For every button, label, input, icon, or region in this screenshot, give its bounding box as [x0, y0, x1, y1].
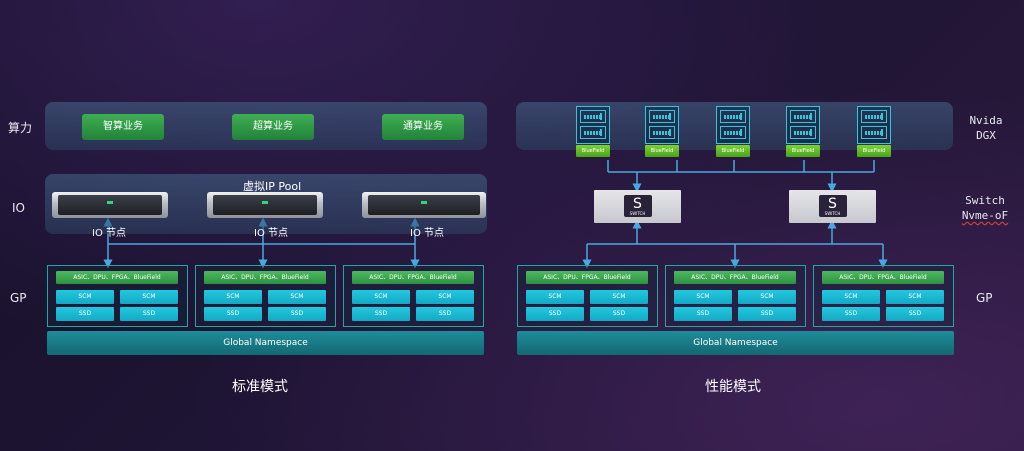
ssd-chip: SSD: [352, 307, 410, 321]
server-rack-icon: [645, 106, 679, 144]
nvidia-dgx-label: Nvida DGX: [958, 113, 1014, 143]
io-node-label-1: IO 节点: [92, 228, 126, 239]
scm-chip: SCM: [674, 290, 732, 304]
perf-gp-box-1: ASIC、DPU、FPGA、BlueField SCM SCM SSD SSD: [517, 265, 658, 327]
dgx-unit-2: BlueField: [645, 106, 679, 157]
scm-chip: SCM: [352, 290, 410, 304]
nvmeof-switch-2: S SWITCH: [789, 190, 876, 223]
ip-pool-title: 虚拟IP Pool: [243, 180, 302, 193]
switch-label-line2: Nvme-oF: [961, 209, 1009, 222]
switch-word: SWITCH: [629, 211, 646, 216]
ssd-chip: SSD: [416, 307, 474, 321]
service-intelligent-compute: 智算业务: [82, 114, 164, 140]
switch-word: SWITCH: [824, 211, 841, 216]
row-label-gp-right: GP: [976, 291, 993, 305]
server-rack-icon: [576, 106, 610, 144]
ssd-chip: SSD: [886, 307, 944, 321]
switch-label-line1: Switch: [965, 194, 1005, 207]
dgx-unit-5: BlueField: [857, 106, 891, 157]
ssd-chip: SSD: [204, 307, 262, 321]
scm-chip: SCM: [822, 290, 880, 304]
standard-mode-caption: 标准模式: [232, 379, 288, 395]
io-server-1: [52, 192, 168, 218]
std-global-namespace: Global Namespace: [47, 331, 484, 355]
dgx-unit-1: BlueField: [576, 106, 610, 157]
gp-accelerator-chip: ASIC、DPU、FPGA、BlueField: [56, 271, 178, 284]
io-server-3: [362, 192, 486, 218]
row-label-gp-left: GP: [10, 291, 27, 305]
nvidia-label-line1: Nvida: [969, 114, 1003, 127]
ssd-chip: SSD: [56, 307, 114, 321]
dgx-unit-4: BlueField: [786, 106, 820, 157]
service-super-compute: 超算业务: [232, 114, 314, 140]
scm-chip: SCM: [886, 290, 944, 304]
scm-chip: SCM: [526, 290, 584, 304]
server-rack-icon: [786, 106, 820, 144]
std-gp-box-1: ASIC、DPU、FPGA、BlueField SCM SCM SSD SSD: [47, 265, 188, 327]
switch-symbol: S: [633, 196, 642, 212]
dgx-unit-3: BlueField: [716, 106, 750, 157]
gp-accelerator-chip: ASIC、DPU、FPGA、BlueField: [352, 271, 474, 284]
server-rack-icon: [716, 106, 750, 144]
bluefield-card: BlueField: [786, 145, 820, 157]
bluefield-card: BlueField: [857, 145, 891, 157]
gp-accelerator-chip: ASIC、DPU、FPGA、BlueField: [674, 271, 796, 284]
gp-accelerator-chip: ASIC、DPU、FPGA、BlueField: [204, 271, 326, 284]
io-server-2: [207, 192, 323, 218]
io-node-label-3: IO 节点: [410, 228, 444, 239]
scm-chip: SCM: [738, 290, 796, 304]
performance-mode-caption: 性能模式: [705, 379, 761, 395]
row-label-compute: 算力: [8, 121, 33, 135]
scm-chip: SCM: [268, 290, 326, 304]
ssd-chip: SSD: [674, 307, 732, 321]
io-node-label-2: IO 节点: [254, 228, 288, 239]
scm-chip: SCM: [120, 290, 178, 304]
ssd-chip: SSD: [738, 307, 796, 321]
service-general-compute: 通算业务: [382, 114, 464, 140]
bluefield-card: BlueField: [716, 145, 750, 157]
switch-symbol: S: [828, 196, 837, 212]
ssd-chip: SSD: [120, 307, 178, 321]
ssd-chip: SSD: [822, 307, 880, 321]
nvmeof-switch-1: S SWITCH: [594, 190, 681, 223]
scm-chip: SCM: [204, 290, 262, 304]
switch-icon: S SWITCH: [818, 195, 847, 217]
scm-chip: SCM: [56, 290, 114, 304]
nvidia-label-line2: DGX: [976, 129, 996, 142]
perf-global-namespace: Global Namespace: [517, 331, 954, 355]
bluefield-card: BlueField: [576, 145, 610, 157]
scm-chip: SCM: [590, 290, 648, 304]
perf-gp-box-3: ASIC、DPU、FPGA、BlueField SCM SCM SSD SSD: [813, 265, 954, 327]
ssd-chip: SSD: [526, 307, 584, 321]
std-gp-box-2: ASIC、DPU、FPGA、BlueField SCM SCM SSD SSD: [195, 265, 336, 327]
std-gp-box-3: ASIC、DPU、FPGA、BlueField SCM SCM SSD SSD: [343, 265, 484, 327]
gp-accelerator-chip: ASIC、DPU、FPGA、BlueField: [526, 271, 648, 284]
ssd-chip: SSD: [268, 307, 326, 321]
scm-chip: SCM: [416, 290, 474, 304]
gp-accelerator-chip: ASIC、DPU、FPGA、BlueField: [822, 271, 944, 284]
bluefield-card: BlueField: [645, 145, 679, 157]
switch-nvmeof-label: Switch Nvme-oF: [950, 193, 1020, 223]
server-rack-icon: [857, 106, 891, 144]
perf-gp-box-2: ASIC、DPU、FPGA、BlueField SCM SCM SSD SSD: [665, 265, 806, 327]
row-label-io: IO: [12, 201, 25, 215]
switch-icon: S SWITCH: [623, 195, 652, 217]
ssd-chip: SSD: [590, 307, 648, 321]
